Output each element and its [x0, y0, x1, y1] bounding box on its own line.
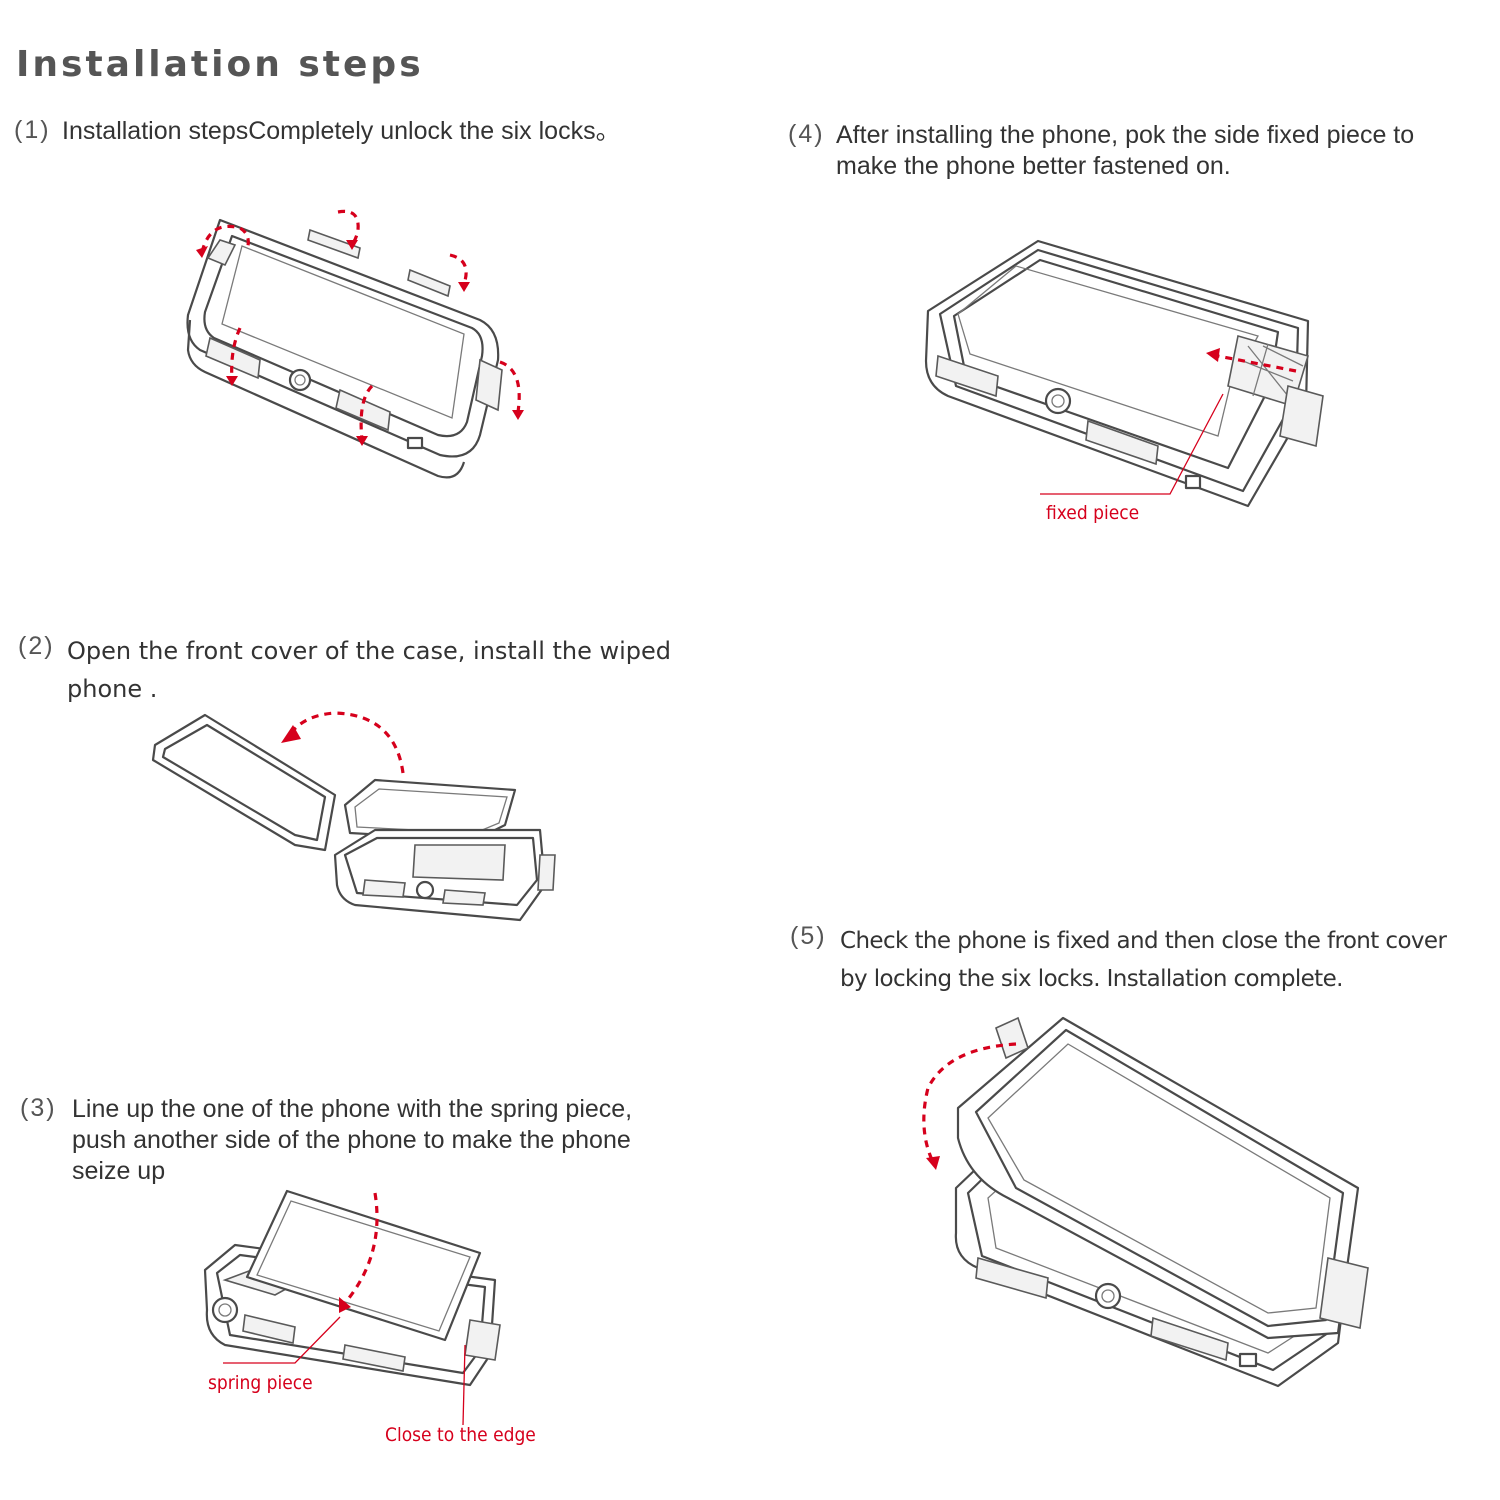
step-number: (1) [14, 116, 51, 144]
step-line: Line up the one of the phone with the sp… [72, 1095, 633, 1123]
fixed-piece-callout: fixed piece [1046, 502, 1140, 524]
step-line: phone . [67, 675, 158, 703]
step-line: seize up [72, 1157, 166, 1185]
step-description: Installation stepsCompletely unlock the … [14, 116, 734, 147]
close-cover-illustration [918, 1008, 1378, 1388]
step-5: (5) Check the phone is fixed and then cl… [790, 922, 1490, 998]
spring-piece-callout: spring piece [208, 1372, 313, 1394]
case-unlocked-illustration [180, 200, 540, 479]
rotate-arrow-icon [922, 1042, 1017, 1170]
step-3: (3) Line up the one of the phone with th… [20, 1094, 740, 1187]
step-line: Open the front cover of the case, instal… [67, 637, 672, 665]
step-description: Check the phone is fixed and then close … [790, 922, 1490, 998]
close-to-edge-callout: Close to the edge [385, 1424, 536, 1446]
page-title: Installation steps [16, 44, 424, 85]
step-line: by locking the six locks. Installation c… [840, 966, 1343, 992]
open-cover-illustration [145, 705, 565, 935]
install-phone-illustration [195, 1185, 525, 1426]
step-line: Installation stepsCompletely unlock the … [62, 117, 621, 145]
step-number: (3) [20, 1094, 57, 1122]
step-number: (2) [18, 632, 55, 660]
step-description: After installing the phone, pok the side… [788, 120, 1488, 182]
fixed-piece-illustration [918, 236, 1338, 516]
step-line: make the phone better fastened on. [836, 152, 1231, 180]
step-line: After installing the phone, pok the side… [836, 121, 1415, 149]
step-2: (2) Open the front cover of the case, in… [18, 632, 738, 708]
step-description: Line up the one of the phone with the sp… [20, 1094, 740, 1187]
unlock-arrow-icon [196, 209, 524, 446]
step-description: Open the front cover of the case, instal… [18, 632, 738, 708]
step-1: (1) Installation stepsCompletely unlock … [14, 116, 734, 147]
push-arrow-icon [1206, 348, 1297, 373]
push-arrow-icon [339, 1192, 379, 1313]
step-4: (4) After installing the phone, pok the … [788, 120, 1488, 182]
step-line: Check the phone is fixed and then close … [840, 928, 1447, 954]
step-number: (5) [790, 922, 827, 950]
step-number: (4) [788, 120, 825, 148]
rotate-arrow-icon [281, 711, 405, 774]
step-line: push another side of the phone to make t… [72, 1126, 631, 1154]
